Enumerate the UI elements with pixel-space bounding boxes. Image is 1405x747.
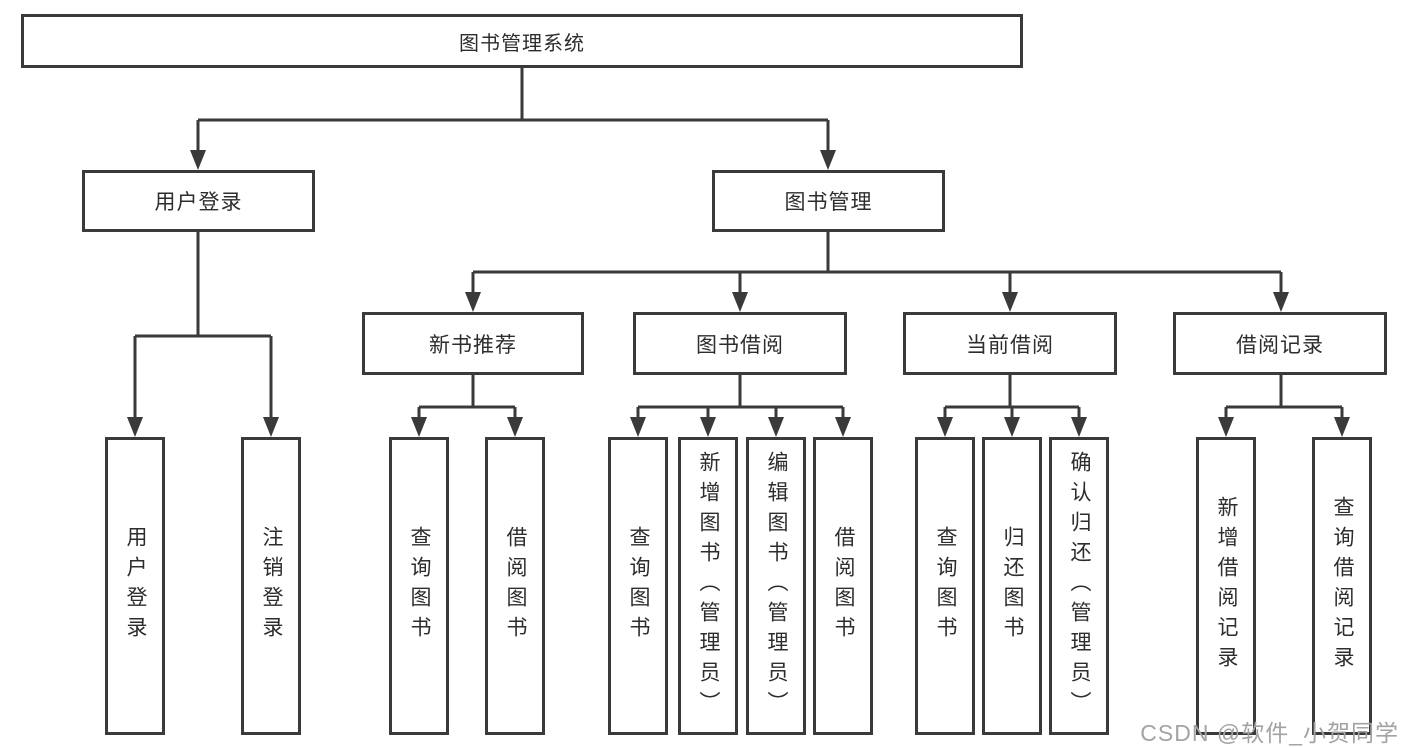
node-leaf-recommend-query-books: 查询图书 [389, 437, 449, 735]
node-leaf-add-books-admin: 新增图书（管理员） [678, 437, 738, 735]
node-user-login: 用户登录 [82, 170, 315, 232]
arrowhead [465, 292, 481, 312]
node-book-borrowing: 图书借阅 [633, 312, 847, 375]
connector-root-to-level2 [190, 68, 836, 170]
node-new-book-recommend: 新书推荐 [362, 312, 584, 375]
node-leaf-recommend-borrow-books: 借阅图书 [485, 437, 545, 735]
arrowhead [411, 417, 427, 437]
arrowhead [768, 417, 784, 437]
arrowhead [1004, 417, 1020, 437]
node-root: 图书管理系统 [21, 14, 1023, 68]
node-leaf-query-borrow-record: 查询借阅记录 [1312, 437, 1372, 735]
node-leaf-borrow-books: 借阅图书 [813, 437, 873, 735]
node-current-borrowing: 当前借阅 [903, 312, 1117, 375]
node-leaf-confirm-return-admin: 确认归还（管理员） [1049, 437, 1109, 735]
node-leaf-user-login: 用户登录 [105, 437, 165, 735]
connector-current-borrow-children [937, 375, 1087, 437]
node-leaf-borrow-query-books: 查询图书 [608, 437, 668, 735]
connector-new-book-children [411, 375, 523, 437]
arrowhead [190, 150, 206, 170]
connector-book-mgmt-children [465, 232, 1289, 312]
node-book-management: 图书管理 [712, 170, 945, 232]
arrowhead [835, 417, 851, 437]
node-leaf-return-books: 归还图书 [982, 437, 1042, 735]
arrowhead [1273, 292, 1289, 312]
connector-book-borrow-children [630, 375, 851, 437]
arrowhead [937, 417, 953, 437]
node-borrow-records: 借阅记录 [1173, 312, 1387, 375]
node-leaf-add-borrow-record: 新增借阅记录 [1196, 437, 1256, 735]
node-leaf-current-query-books: 查询图书 [915, 437, 975, 735]
arrowhead [1334, 417, 1350, 437]
arrowhead [127, 417, 143, 437]
node-leaf-logout: 注销登录 [241, 437, 301, 735]
arrowhead [507, 417, 523, 437]
connector-borrow-record-children [1218, 375, 1350, 437]
arrowhead [732, 292, 748, 312]
connector-user-login-children [127, 232, 279, 437]
arrowhead [1218, 417, 1234, 437]
arrowhead [1002, 292, 1018, 312]
csdn-watermark: CSDN @软件_小贺同学 [1140, 720, 1399, 746]
node-leaf-edit-books-admin: 编辑图书（管理员） [746, 437, 806, 735]
arrowhead [263, 417, 279, 437]
arrowhead [1071, 417, 1087, 437]
arrowhead [700, 417, 716, 437]
arrowhead [630, 417, 646, 437]
arrowhead [820, 150, 836, 170]
